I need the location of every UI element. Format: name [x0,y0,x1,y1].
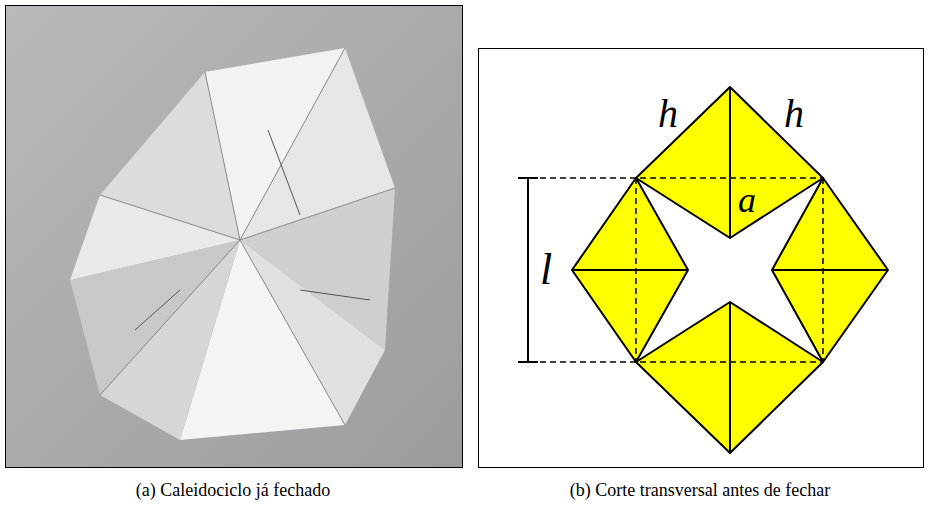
height-label: a [738,182,756,218]
caption: (a) Caleidociclo já fechado [136,481,330,499]
dimension-label: l [540,248,552,292]
panel-frame [6,6,463,468]
photo [6,6,462,467]
cross-section [530,87,888,453]
edge-label: h [658,94,678,134]
panel-frame [479,49,924,468]
edge-label: h [784,94,804,134]
dimension-bracket [518,178,538,362]
caption: (b) Corte transversal antes de fechar [570,481,830,499]
